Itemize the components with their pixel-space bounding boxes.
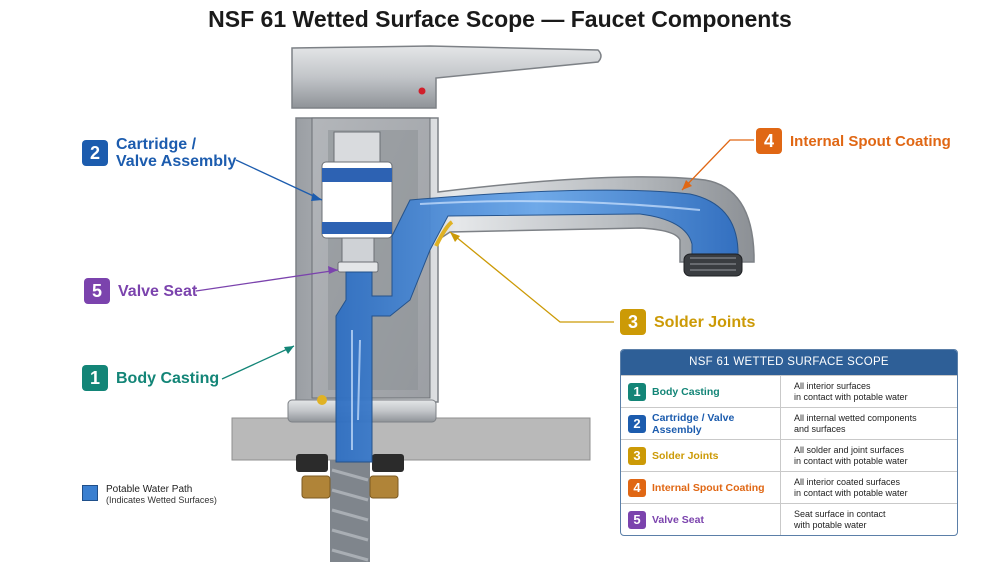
row-name: Internal Spout Coating: [652, 481, 765, 494]
table-row: 5 Valve Seat Seat surface in contact wit…: [621, 503, 957, 535]
brass-fitting-left: [301, 475, 331, 499]
leader-solder: [449, 231, 614, 323]
table-row: 2 Cartridge / Valve Assembly All interna…: [621, 407, 957, 439]
callout-number-badge: 4: [756, 128, 782, 154]
counter-deck: [231, 417, 591, 461]
lever-handle: [291, 45, 602, 109]
mounting-nut-left: [296, 454, 328, 472]
row-number-badge: 5: [628, 510, 646, 529]
leader-cartridge: [235, 159, 323, 201]
row-desc-line1: All internal wetted components: [794, 412, 917, 423]
row-desc-line2: with potable water: [794, 519, 867, 530]
callout-label: Body Casting: [116, 369, 220, 387]
row-desc-line2: in contact with potable water: [794, 487, 908, 498]
table-row: 4 Internal Spout Coating All interior co…: [621, 471, 957, 503]
row-desc-line2: and surfaces: [794, 423, 846, 434]
diagram-title: NSF 61 Wetted Surface Scope — Faucet Com…: [208, 6, 792, 32]
callout-label: Solder Joints: [654, 313, 756, 331]
callout-label-line1: Cartridge /: [116, 136, 197, 153]
row-name: Cartridge / Valve Assembly: [652, 411, 735, 436]
callout-label: Internal Spout Coating: [790, 132, 951, 150]
leader-body-casting: [221, 345, 295, 380]
table-row: 1 Body Casting All interior surfaces in …: [621, 375, 957, 407]
callout-label: Cartridge / Valve Assembly: [116, 136, 236, 170]
row-number-badge: 3: [628, 446, 646, 465]
callout-cartridge: 2 Cartridge / Valve Assembly: [82, 136, 236, 170]
row-desc-line1: Seat surface in contact: [794, 508, 886, 519]
water-path-swatch: [82, 485, 98, 501]
row-number-badge: 1: [628, 382, 646, 401]
callout-label: Valve Seat: [118, 282, 198, 300]
row-desc-line1: All interior surfaces: [794, 380, 871, 391]
legend-subtitle: (Indicates Wetted Surfaces): [106, 495, 217, 505]
row-desc-line2: in contact with potable water: [794, 391, 908, 402]
table-header: NSF 61 WETTED SURFACE SCOPE: [621, 350, 957, 375]
legend-title: Potable Water Path: [106, 484, 193, 495]
row-name: Solder Joints: [652, 449, 719, 462]
brass-fitting-right: [369, 475, 399, 499]
legend: Potable Water Path (Indicates Wetted Sur…: [82, 484, 217, 506]
callout-number-badge: 2: [82, 140, 108, 166]
solder-joint: [434, 220, 454, 247]
table-row: 3 Solder Joints All solder and joint sur…: [621, 439, 957, 471]
callout-number-badge: 1: [82, 365, 108, 391]
row-name: Body Casting: [652, 385, 720, 398]
callout-number-badge: 5: [84, 278, 110, 304]
mounting-nut-right: [372, 454, 404, 472]
water-path: [335, 189, 739, 463]
callout-solder-joints: 3 Solder Joints: [620, 309, 755, 335]
row-number-badge: 4: [628, 478, 646, 497]
callout-spout-coating: 4 Internal Spout Coating: [756, 128, 951, 154]
row-name: Valve Seat: [652, 513, 704, 526]
row-desc-line2: in contact with potable water: [794, 455, 908, 466]
row-number-badge: 2: [628, 414, 646, 433]
callout-valve-seat: 5 Valve Seat: [84, 278, 197, 304]
callout-body-casting: 1 Body Casting: [82, 365, 219, 391]
leader-spout-coating: [681, 139, 754, 191]
callout-number-badge: 3: [620, 309, 646, 335]
row-desc-line1: All interior coated surfaces: [794, 476, 901, 487]
scope-table: NSF 61 WETTED SURFACE SCOPE 1 Body Casti…: [620, 349, 958, 536]
row-desc-line1: All solder and joint surfaces: [794, 444, 905, 455]
leader-valve-seat: [195, 269, 339, 292]
callout-label-line2: Valve Assembly: [116, 153, 237, 170]
